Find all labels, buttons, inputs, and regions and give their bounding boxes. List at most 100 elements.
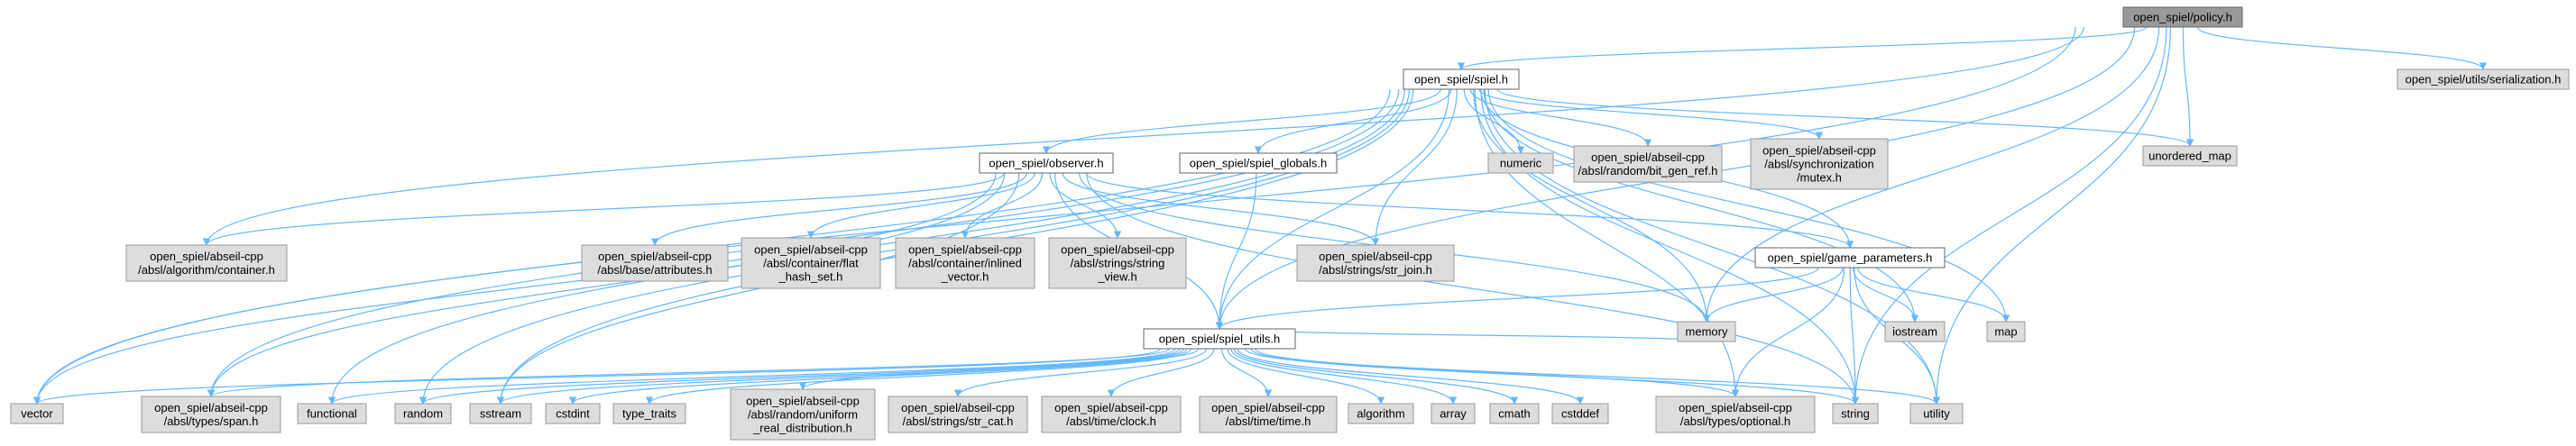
node-label: open_spiel/abseil-cpp — [598, 250, 712, 263]
node-box — [1348, 403, 1414, 424]
node-label: open_spiel/abseil-cpp — [1054, 401, 1168, 414]
node-bit-gen-ref[interactable]: open_spiel/abseil-cpp/absl/random/bit_ge… — [1573, 145, 1723, 183]
edge-policy-to-vector — [32, 26, 2076, 405]
edge-spiel-to-memory — [1473, 88, 1711, 323]
node-map[interactable]: map — [1986, 321, 2026, 342]
node-string[interactable]: string — [1832, 403, 1879, 424]
node-vector[interactable]: vector — [10, 403, 64, 424]
node-label: map — [1994, 325, 2017, 339]
edge-observer-to-span — [207, 172, 1006, 397]
node-label: open_spiel/abseil-cpp — [1591, 150, 1705, 164]
node-observer[interactable]: open_spiel/observer.h — [979, 152, 1114, 174]
node-label: open_spiel/abseil-cpp — [754, 243, 868, 257]
edge-spiel-to-str_join — [1371, 88, 1458, 246]
node-box — [1655, 396, 1816, 433]
node-cstddef[interactable]: cstddef — [1551, 403, 1609, 424]
node-box — [394, 403, 452, 424]
node-box — [1909, 403, 1964, 424]
node-str-cat[interactable]: open_spiel/abseil-cpp/absl/strings/str_c… — [888, 396, 1028, 433]
edge-game_parameters-to-string — [1849, 267, 1860, 405]
node-str-join[interactable]: open_spiel/abseil-cpp/absl/strings/str_j… — [1296, 244, 1455, 282]
edge-spiel_utils-to-vector — [33, 348, 1162, 405]
node-label: open_spiel/abseil-cpp — [150, 250, 263, 263]
edge-policy-to-utility — [1932, 26, 2171, 405]
node-clock[interactable]: open_spiel/abseil-cpp/absl/time/clock.h — [1041, 396, 1182, 433]
node-label: /absl/random/uniform — [748, 408, 858, 422]
node-container[interactable]: open_spiel/abseil-cpp/absl/algorithm/con… — [125, 244, 288, 282]
node-mutex[interactable]: open_spiel/abseil-cpp/absl/synchronizati… — [1750, 138, 1889, 190]
edge-spiel-to-unordered_map — [1496, 88, 2194, 147]
node-span[interactable]: open_spiel/abseil-cpp/absl/types/span.h — [141, 396, 281, 433]
node-box — [1041, 396, 1182, 433]
node-random[interactable]: random — [394, 403, 452, 424]
node-box — [545, 403, 601, 424]
node-box — [1754, 247, 1946, 269]
edge-observer-to-attributes — [650, 172, 1027, 246]
node-functional[interactable]: functional — [297, 403, 367, 424]
node-cstdint[interactable]: cstdint — [545, 403, 601, 424]
node-numeric[interactable]: numeric — [1487, 152, 1554, 174]
edge-spiel-to-numeric — [1463, 88, 1525, 154]
node-box — [1179, 152, 1338, 174]
node-flat-hash-set[interactable]: open_spiel/abseil-cpp/absl/container/fla… — [741, 237, 881, 289]
node-box — [1199, 396, 1338, 433]
node-time[interactable]: open_spiel/abseil-cpp/absl/time/time.h — [1199, 396, 1338, 433]
node-inlined-vector[interactable]: open_spiel/abseil-cpp/absl/container/inl… — [895, 237, 1035, 289]
node-spiel-globals[interactable]: open_spiel/spiel_globals.h — [1179, 152, 1338, 174]
node-box — [1431, 403, 1476, 424]
edge-spiel-to-iostream — [1483, 88, 1919, 323]
node-uniform-real[interactable]: open_spiel/abseil-cpp/absl/random/unifor… — [730, 388, 876, 441]
edge-game_parameters-to-iostream — [1853, 267, 1919, 323]
node-box — [1677, 321, 1736, 342]
node-label: algorithm — [1357, 407, 1404, 421]
edge-observer-to-game_parameters — [1085, 172, 1854, 249]
node-attributes[interactable]: open_spiel/abseil-cpp/absl/base/attribut… — [581, 244, 729, 282]
node-box — [1296, 244, 1455, 282]
edge-spiel-to-map — [1487, 88, 2010, 323]
edge-spiel_utils-to-cmath — [1233, 348, 1519, 405]
edge-policy-to-memory — [1702, 26, 2160, 323]
node-label: /absl/algorithm/container.h — [138, 263, 275, 277]
node-cmath[interactable]: cmath — [1489, 403, 1540, 424]
edge-game_parameters-to-memory — [1702, 267, 1844, 323]
node-label: open_spiel/abseil-cpp — [1762, 144, 1876, 158]
node-label: open_spiel/abseil-cpp — [1061, 243, 1174, 257]
node-box — [2142, 145, 2238, 167]
node-box — [141, 396, 281, 433]
node-label: /absl/container/flat — [763, 257, 859, 270]
node-memory[interactable]: memory — [1677, 321, 1736, 342]
edge-observer-to-flat_hash_set — [806, 172, 1035, 239]
node-array[interactable]: array — [1431, 403, 1476, 424]
node-label: /absl/types/optional.h — [1680, 414, 1790, 428]
edge-spiel_utils-to-sstream — [496, 348, 1184, 405]
node-serialization[interactable]: open_spiel/utils/serialization.h — [2397, 68, 2570, 90]
node-string-view[interactable]: open_spiel/abseil-cpp/absl/strings/strin… — [1048, 237, 1187, 289]
node-label: numeric — [1500, 157, 1542, 170]
node-unordered-map[interactable]: unordered_map — [2142, 145, 2238, 167]
node-optional[interactable]: open_spiel/abseil-cpp/absl/types/optiona… — [1655, 396, 1816, 433]
node-spiel[interactable]: open_spiel/spiel.h — [1403, 68, 1520, 90]
node-label: open_spiel/policy.h — [2133, 11, 2232, 24]
node-label: unordered_map — [2148, 150, 2231, 163]
node-utility[interactable]: utility — [1909, 403, 1964, 424]
node-sstream[interactable]: sstream — [469, 403, 532, 424]
node-spiel-utils[interactable]: open_spiel/spiel_utils.h — [1143, 328, 1296, 350]
node-algorithm[interactable]: algorithm — [1348, 403, 1414, 424]
node-policy[interactable]: open_spiel/policy.h — [2122, 6, 2243, 28]
node-box — [1143, 328, 1296, 350]
node-iostream[interactable]: iostream — [1884, 321, 1946, 342]
edge-spiel-to-string — [1480, 88, 1860, 405]
node-box — [1489, 403, 1540, 424]
node-box — [2397, 68, 2570, 90]
node-label: /absl/base/attributes.h — [597, 263, 712, 277]
node-type-traits[interactable]: type_traits — [612, 403, 686, 424]
edge-game_parameters-to-spiel_utils — [1215, 267, 1819, 330]
node-box — [1551, 403, 1609, 424]
node-label: array — [1440, 407, 1467, 421]
node-label: _hash_set.h — [778, 270, 843, 284]
node-game-parameters[interactable]: open_spiel/game_parameters.h — [1754, 247, 1946, 269]
node-label: cstdint — [556, 407, 590, 421]
node-label: /absl/time/time.h — [1226, 414, 1311, 428]
node-label: open_spiel/spiel_globals.h — [1190, 157, 1328, 170]
node-label: _vector.h — [941, 270, 989, 284]
